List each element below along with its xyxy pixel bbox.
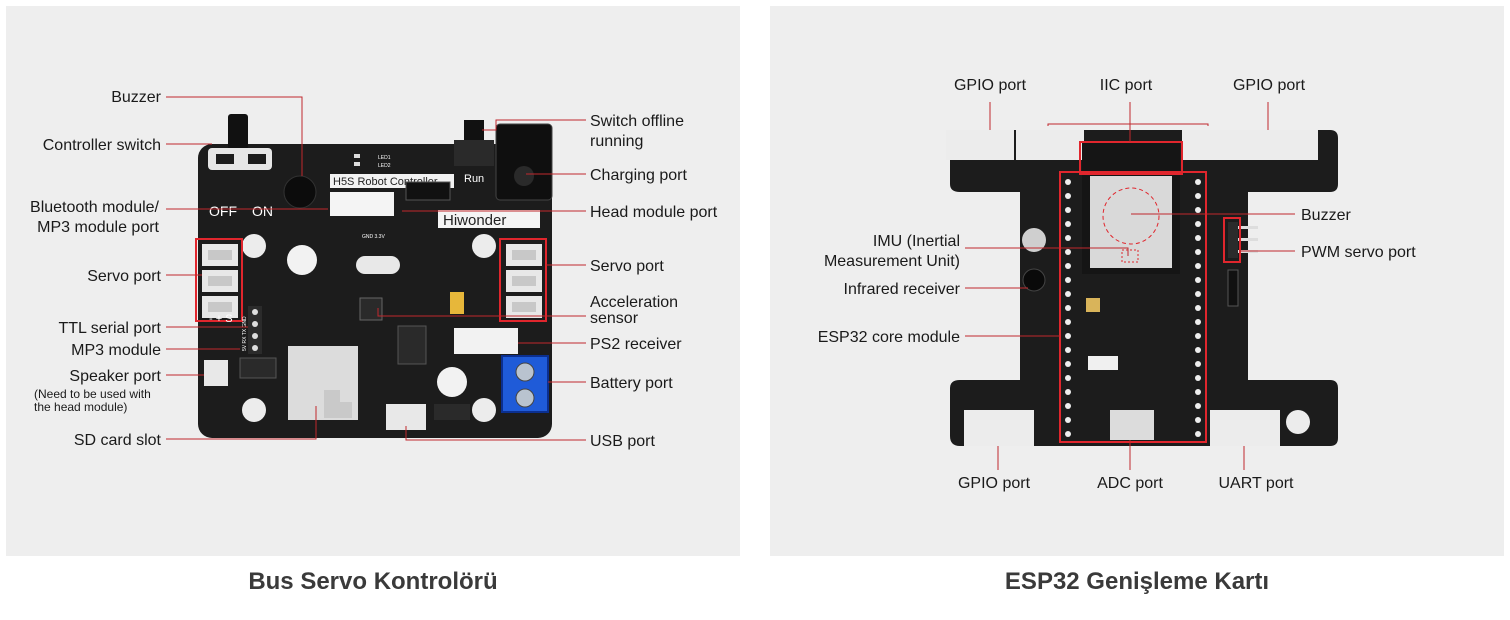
brand-silk: Hiwonder <box>443 212 506 229</box>
buzzer-component <box>283 175 317 209</box>
label-battery: Battery port <box>590 375 673 392</box>
head-module-connector <box>330 192 394 216</box>
right-caption: ESP32 Genişleme Kartı <box>1004 568 1270 595</box>
label-esp32-core: ESP32 core module <box>818 329 960 346</box>
ttl-serial-pins <box>248 306 262 354</box>
speaker-connector <box>204 360 228 386</box>
mp3-module-chip <box>239 357 277 379</box>
controller-switch-body <box>208 148 272 170</box>
label-switch-offline1: Switch offline <box>590 113 684 130</box>
label-iic: IIC port <box>1100 77 1153 94</box>
imu-marker <box>1121 249 1139 263</box>
label-infrared: Infrared receiver <box>844 281 961 298</box>
on-silk: ON <box>252 203 273 219</box>
off-silk: OFF <box>209 203 237 219</box>
label-usb: USB port <box>590 433 655 450</box>
label-pwm-servo: PWM servo port <box>1301 244 1416 261</box>
label-speaker-note1: (Need to be used with <box>34 387 151 401</box>
esp32-board <box>950 130 1338 446</box>
led2-silk: LED2 <box>378 163 391 169</box>
label-esp-buzzer: Buzzer <box>1301 207 1351 224</box>
label-switch-offline2: running <box>590 133 643 150</box>
left-pins-silk: - + S <box>209 313 233 325</box>
label-sd-card: SD card slot <box>74 432 162 449</box>
label-speaker-note2: the head module) <box>34 400 127 414</box>
label-buzzer: Buzzer <box>111 89 161 106</box>
label-servo-port-left: Servo port <box>87 268 161 285</box>
acceleration-sensor-chip <box>359 297 383 321</box>
uart-connector <box>1210 410 1280 446</box>
label-bluetooth-line1: Bluetooth module/ <box>30 199 160 216</box>
left-caption: Bus Servo Kontrolörü <box>248 568 498 595</box>
esp32-diagram: GPIO port IIC port GPIO port Buzzer PWM … <box>818 77 1417 492</box>
adc-usb-connector <box>1110 410 1154 440</box>
bus-servo-panel: LED1 LED2 H5S Robot Controller OFF ON Hi… <box>6 6 740 556</box>
pwm-servo-pins <box>1228 222 1258 258</box>
top-connectors <box>946 130 1318 160</box>
label-bluetooth-line2: MP3 module port <box>37 219 159 236</box>
label-imu1: IMU (Inertial <box>873 233 960 250</box>
label-accel1: Acceleration <box>590 294 678 311</box>
label-gpio-top-right: GPIO port <box>1233 77 1306 94</box>
ps2-receiver <box>454 328 518 354</box>
ttl-pins-silk: 5V RX TX GND <box>242 316 248 351</box>
pwm-highlight <box>1223 217 1241 263</box>
label-ps2: PS2 receiver <box>590 336 682 353</box>
run-button <box>464 120 484 142</box>
label-ttl-serial: TTL serial port <box>58 320 161 337</box>
right-servo-ports <box>506 244 542 318</box>
left-servo-ports <box>202 244 238 318</box>
label-gpio-bottom: GPIO port <box>958 475 1031 492</box>
label-gpio-top-left: GPIO port <box>954 77 1027 94</box>
usb-connector <box>386 404 426 430</box>
label-imu2: Measurement Unit) <box>824 253 960 270</box>
run-silk: Run <box>464 173 484 185</box>
led1-silk: LED1 <box>378 155 391 161</box>
iic-highlight <box>1079 141 1183 175</box>
gpio-bottom-connector <box>964 410 1034 446</box>
header-pins <box>1065 179 1201 437</box>
esp32-shield <box>1090 176 1172 268</box>
buzzer-marker <box>1102 187 1160 245</box>
controller-switch-toggle <box>228 114 248 150</box>
right-leader-lines <box>965 102 1295 470</box>
bus-servo-diagram: LED1 LED2 H5S Robot Controller OFF ON Hi… <box>30 89 718 450</box>
power-silk: GND 3.3V <box>362 234 385 240</box>
label-adc: ADC port <box>1097 475 1163 492</box>
left-leader-lines <box>166 96 586 441</box>
infrared-receiver <box>1022 268 1046 292</box>
label-controller-switch: Controller switch <box>43 137 161 154</box>
left-servo-port-highlight <box>195 238 243 322</box>
label-uart: UART port <box>1219 475 1295 492</box>
charging-jack <box>495 123 553 201</box>
label-servo-port-right: Servo port <box>590 258 664 275</box>
esp32-core-highlight <box>1059 171 1207 443</box>
label-head-module: Head module port <box>590 204 718 221</box>
esp32-panel: GPIO port IIC port GPIO port Buzzer PWM … <box>770 6 1504 556</box>
label-accel2: sensor <box>590 310 639 327</box>
label-mp3-module: MP3 module <box>71 342 161 359</box>
label-charging-port: Charging port <box>590 167 688 184</box>
right-servo-port-highlight <box>499 238 547 322</box>
label-speaker-port: Speaker port <box>69 368 161 385</box>
